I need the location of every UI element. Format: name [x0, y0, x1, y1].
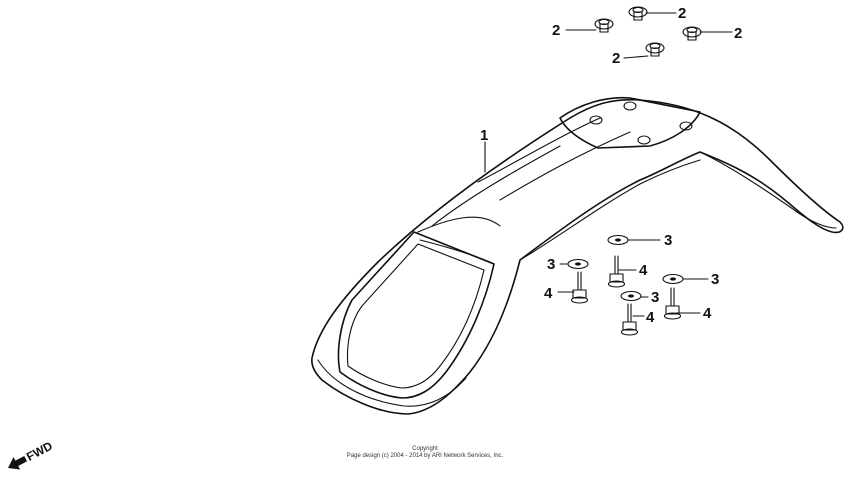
fwd-arrow-icon [8, 455, 28, 470]
callout-washer-b: 3 [547, 256, 555, 273]
callout-washer-a: 3 [664, 232, 672, 249]
callout-top-bolt-b: 2 [678, 5, 686, 22]
footer-line-1: Copyright [412, 446, 438, 452]
callout-top-bolt-d: 2 [612, 50, 620, 67]
screw-b[interactable] [607, 255, 626, 288]
copyright-footer: Copyright Page design (c) 2004 - 2014 by… [0, 446, 850, 460]
callout-washer-d: 3 [651, 289, 659, 306]
callout-top-bolt-c: 2 [734, 25, 742, 42]
washer-d[interactable] [620, 290, 642, 302]
footer-line-2: Page design (c) 2004 - 2014 by ARI Netwo… [346, 453, 504, 459]
washer-c[interactable] [662, 273, 684, 285]
top-bolt-b[interactable] [628, 6, 648, 21]
top-bolt-a[interactable] [594, 18, 614, 33]
callout-screw-b: 4 [639, 262, 648, 279]
screw-d[interactable] [663, 287, 682, 320]
front-fender[interactable] [311, 96, 844, 415]
screw-a[interactable] [570, 271, 589, 304]
callout-screw-a: 4 [544, 285, 553, 302]
callout-washer-c: 3 [711, 271, 719, 288]
screw-c[interactable] [620, 303, 639, 336]
washer-a[interactable] [607, 234, 629, 246]
callout-top-bolt-a: 2 [552, 22, 560, 39]
callout-screw-c: 4 [646, 309, 655, 326]
callout-fender: 1 [480, 127, 488, 144]
callout-screw-d: 4 [703, 305, 712, 322]
leader-lines [484, 12, 733, 317]
top-bolt-c[interactable] [682, 26, 702, 41]
washer-b[interactable] [567, 258, 589, 270]
top-bolt-d[interactable] [645, 42, 665, 57]
